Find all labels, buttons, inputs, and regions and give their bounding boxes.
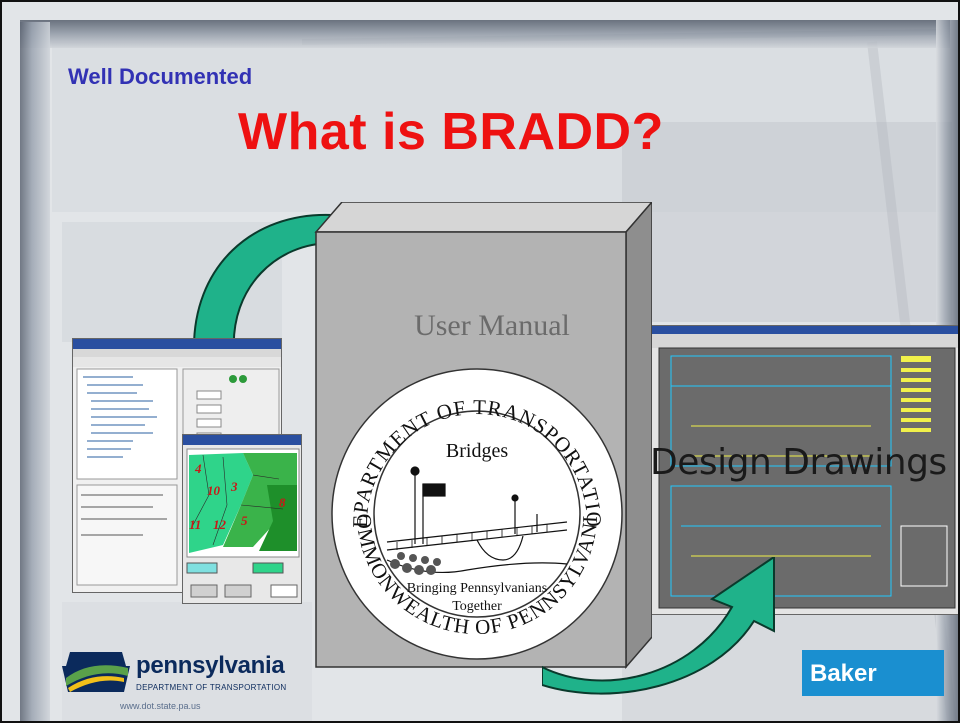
seal-motto-line2: Together xyxy=(452,599,502,614)
curved-arrow-bottom xyxy=(542,557,775,695)
baker-logo: Baker xyxy=(802,650,944,696)
svg-text:8: 8 xyxy=(279,495,286,510)
penndot-name: pennsylvania xyxy=(136,652,285,679)
manual-title: User Manual xyxy=(414,309,570,342)
baker-name: Baker xyxy=(810,660,877,687)
frame-top xyxy=(20,20,950,48)
penndot-url: www.dot.state.pa.us xyxy=(120,701,201,711)
drawing-screenshot-right xyxy=(650,325,958,615)
app-screenshot-left xyxy=(72,338,282,593)
seal-center-title: Bridges xyxy=(446,440,508,462)
curved-arrow-top xyxy=(192,213,372,352)
svg-text:3: 3 xyxy=(230,479,238,494)
svg-text:11: 11 xyxy=(189,517,201,532)
svg-text:12: 12 xyxy=(213,517,227,532)
svg-text:5: 5 xyxy=(241,513,248,528)
department-seal: DEPARTMENT OF TRANSPORTATION COMMONWEALT… xyxy=(327,364,623,660)
seal-motto-line1: Bringing Pennsylvanians xyxy=(407,581,547,596)
penndot-department: DEPARTMENT OF TRANSPORTATION xyxy=(136,683,287,692)
design-drawings-label: Design Drawings xyxy=(650,442,947,483)
section-label: Well Documented xyxy=(68,64,253,89)
penndot-keystone-logo xyxy=(62,652,130,692)
svg-text:4: 4 xyxy=(194,461,202,476)
riprap-stones xyxy=(390,552,441,575)
slide-title: What is BRADD? xyxy=(238,103,664,161)
svg-text:10: 10 xyxy=(207,483,221,498)
frame-left xyxy=(20,22,50,721)
bridge-illustration xyxy=(386,466,568,574)
map-dialog-screenshot: 4 10 3 11 12 5 8 xyxy=(182,434,302,604)
